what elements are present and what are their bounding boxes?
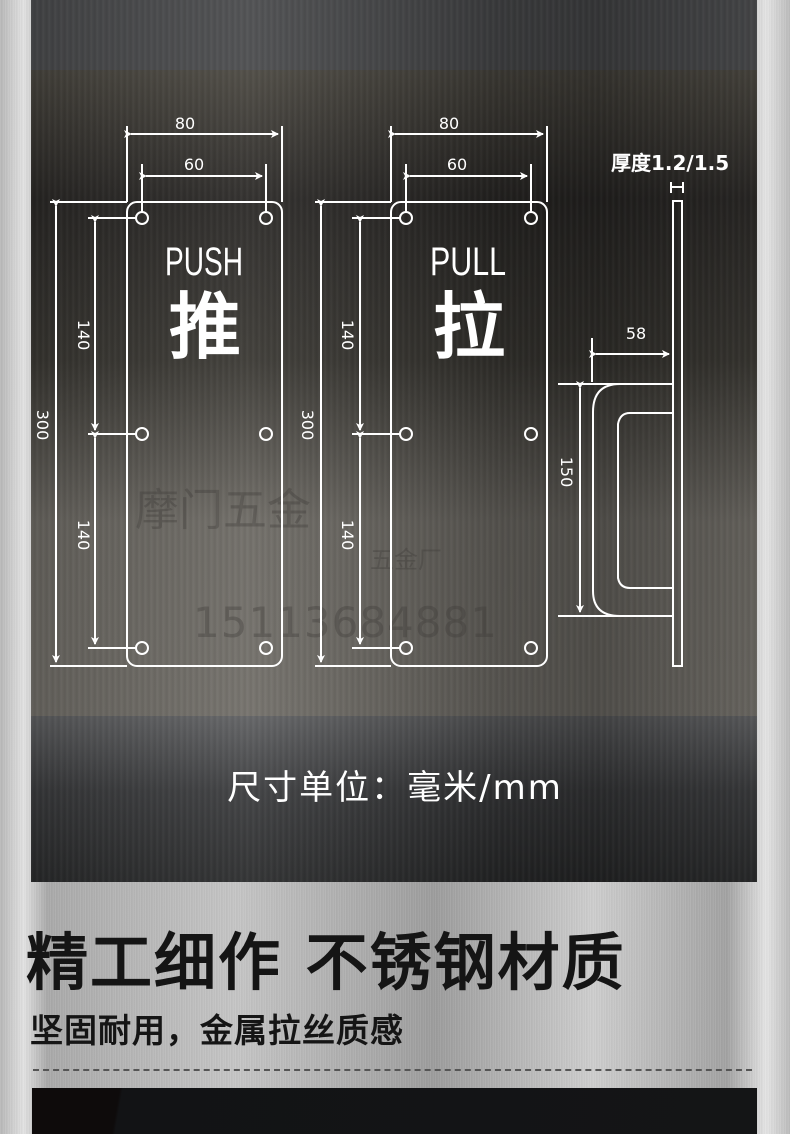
technical-drawing: 摩门五金 五金厂 15113684881 80 60 300 140 140 (33, 114, 729, 667)
hole-icon (259, 211, 273, 225)
headline: 精工细作 不锈钢材质 (26, 926, 626, 999)
push-height-300-label: 300 (33, 410, 52, 441)
pull-plate-drawing (315, 126, 548, 667)
next-section-image (32, 1088, 757, 1134)
panel-band-top (31, 0, 757, 70)
side-view-drawing (558, 182, 684, 667)
watermark-factory: 五金厂 (370, 546, 442, 574)
plate-side-profile (672, 200, 683, 667)
dashed-divider (33, 1069, 752, 1071)
push-label-cn: 推 (169, 284, 241, 369)
pull-width-80-label: 80 (439, 114, 459, 133)
pull-label-cn: 拉 (433, 284, 505, 369)
subline: 坚固耐用，金属拉丝质感 (30, 1011, 404, 1050)
hole-icon (135, 427, 149, 441)
hole-icon (135, 211, 149, 225)
handle-length-150-label: 150 (557, 457, 576, 488)
hole-icon (399, 211, 413, 225)
watermark: 摩门五金 五金厂 15113684881 (135, 485, 498, 647)
pull-upper-140-label: 140 (338, 320, 357, 351)
watermark-brand: 摩门五金 (135, 485, 311, 536)
hole-icon (524, 641, 538, 655)
push-upper-140-label: 140 (74, 320, 93, 351)
dimension-drawing-panel (31, 0, 757, 882)
handle-depth-58-label: 58 (626, 324, 646, 343)
hole-icon (399, 427, 413, 441)
push-plate-drawing (50, 126, 283, 667)
push-lower-140-label: 140 (74, 520, 93, 551)
brushed-texture (31, 0, 757, 882)
thickness-label: 厚度1.2/1.5 (611, 151, 729, 175)
push-width-80-label: 80 (175, 114, 195, 133)
hole-icon (259, 427, 273, 441)
hole-icon (524, 427, 538, 441)
push-label-en: PUSH (165, 240, 243, 284)
units-caption: 尺寸单位：毫米/mm (227, 768, 563, 808)
hole-icon (259, 641, 273, 655)
panel-band-caption (31, 716, 757, 882)
pull-hole-width-60-label: 60 (447, 155, 467, 174)
push-hole-width-60-label: 60 (184, 155, 204, 174)
pull-height-300-label: 300 (298, 410, 317, 441)
pull-label-en: PULL (430, 240, 506, 284)
watermark-phone: 15113684881 (193, 598, 498, 647)
hole-icon (135, 641, 149, 655)
pull-lower-140-label: 140 (338, 520, 357, 551)
hole-icon (524, 211, 538, 225)
